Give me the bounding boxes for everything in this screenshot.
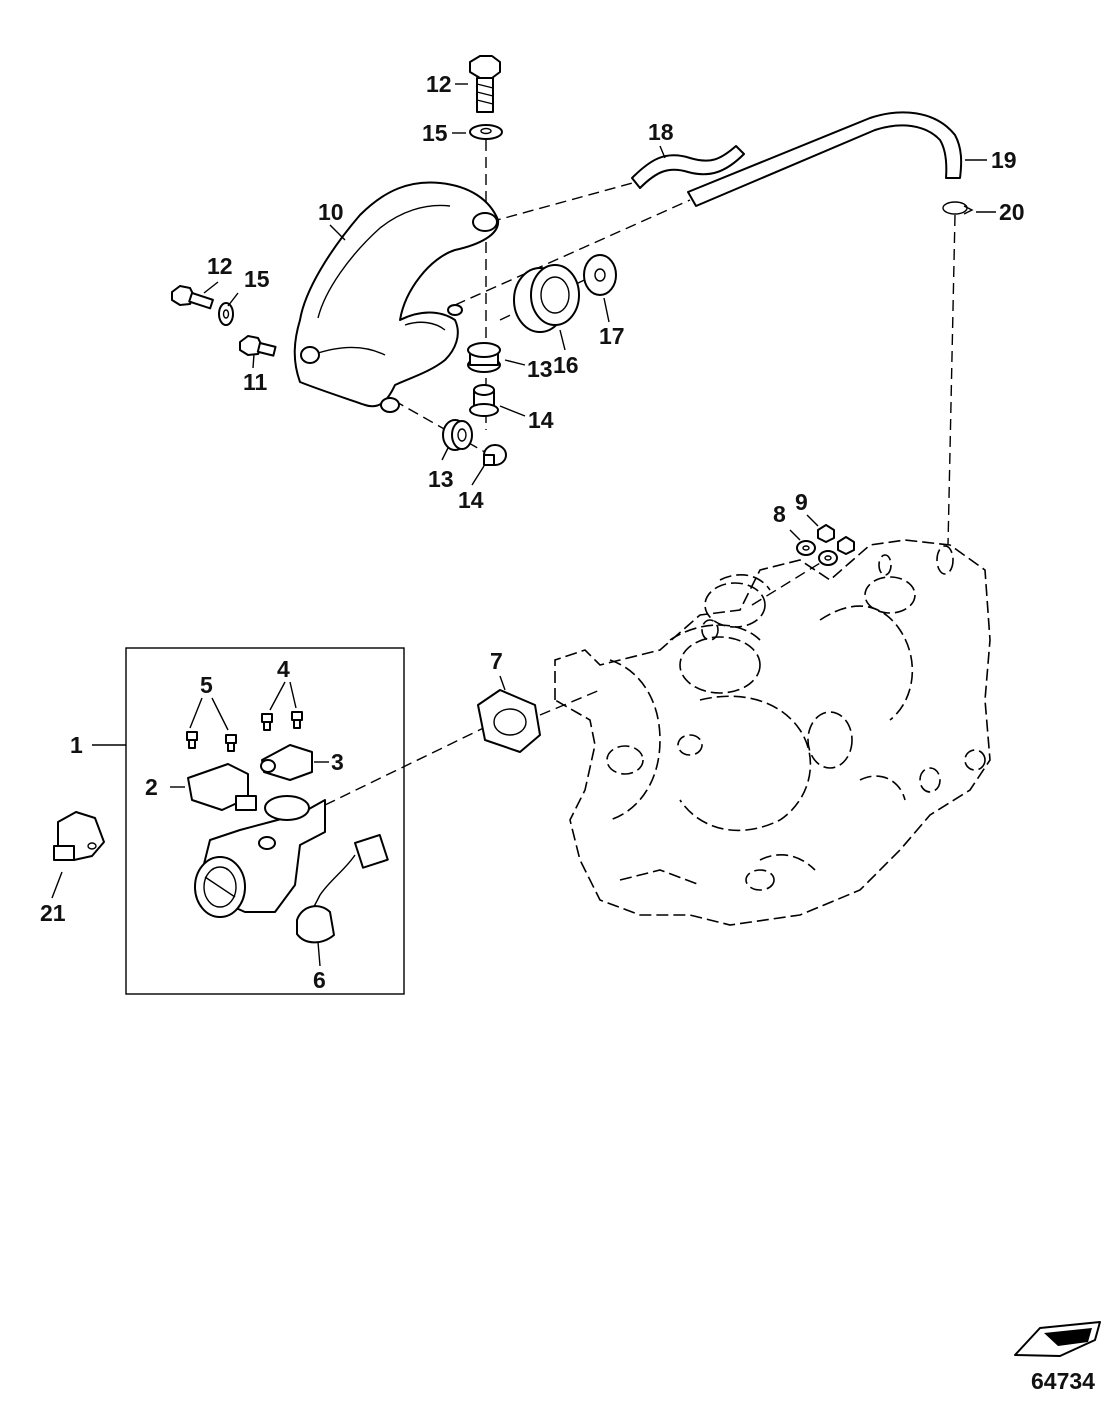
washer-15-top — [469, 124, 503, 140]
leader-lines — [51, 83, 996, 967]
callout-13-upper: 13 — [527, 356, 553, 382]
callout-14-lower: 14 — [458, 487, 484, 513]
collar-14-upper — [469, 384, 499, 417]
throttle-body-group-frame — [125, 647, 405, 995]
screws-4 — [261, 711, 303, 731]
washer-17 — [583, 254, 617, 296]
callout-12-top: 12 — [426, 71, 452, 97]
callout-1: 1 — [70, 732, 83, 758]
callout-14-upper: 14 — [528, 407, 554, 433]
gasket-7 — [477, 689, 541, 753]
callout-10: 10 — [318, 199, 344, 225]
clamp-20 — [942, 201, 974, 215]
callout-21: 21 — [40, 900, 66, 926]
bracket-21 — [53, 811, 105, 861]
callout-3: 3 — [331, 749, 344, 775]
hose-18 — [631, 145, 745, 189]
silencer-10 — [293, 181, 500, 413]
callout-7: 7 — [490, 648, 503, 674]
callout-11: 11 — [243, 369, 268, 395]
callout-12-left: 12 — [207, 253, 233, 279]
washer-8 — [796, 540, 838, 566]
engine-block — [554, 539, 991, 926]
figure-id: 64734 — [1031, 1368, 1095, 1394]
washer-15-left — [218, 302, 234, 326]
callout-17: 17 — [599, 323, 625, 349]
sensor-3 — [260, 744, 313, 781]
throttle-body — [194, 795, 326, 918]
screws-5 — [186, 731, 237, 752]
callout-labels: 12 15 10 12 15 11 13 16 17 14 13 14 18 1… — [40, 71, 1025, 993]
callout-2: 2 — [145, 774, 158, 800]
callout-13-lower: 13 — [428, 466, 454, 492]
callout-16: 16 — [553, 352, 579, 378]
callout-20: 20 — [999, 199, 1025, 225]
callout-18: 18 — [648, 119, 674, 145]
callout-5: 5 — [200, 672, 213, 698]
callout-6: 6 — [313, 967, 326, 993]
collar-14-lower — [483, 444, 507, 466]
callout-15-top: 15 — [422, 120, 448, 146]
bolt-12-left — [171, 285, 214, 310]
callout-15-left: 15 — [244, 266, 270, 292]
seal-16 — [513, 264, 580, 333]
callout-9: 9 — [795, 489, 808, 515]
boat-logo — [1014, 1321, 1101, 1357]
grommet-13-lower — [442, 419, 473, 451]
hose-19 — [687, 111, 963, 207]
bolt-12-top — [469, 55, 501, 113]
grommet-13-upper — [467, 342, 501, 373]
bolt-11 — [239, 335, 277, 357]
callout-19: 19 — [991, 147, 1017, 173]
valve-2 — [187, 763, 257, 811]
callout-8: 8 — [773, 501, 786, 527]
sensor-6 — [296, 833, 389, 944]
callout-4: 4 — [277, 656, 290, 682]
nut-9 — [817, 524, 855, 555]
